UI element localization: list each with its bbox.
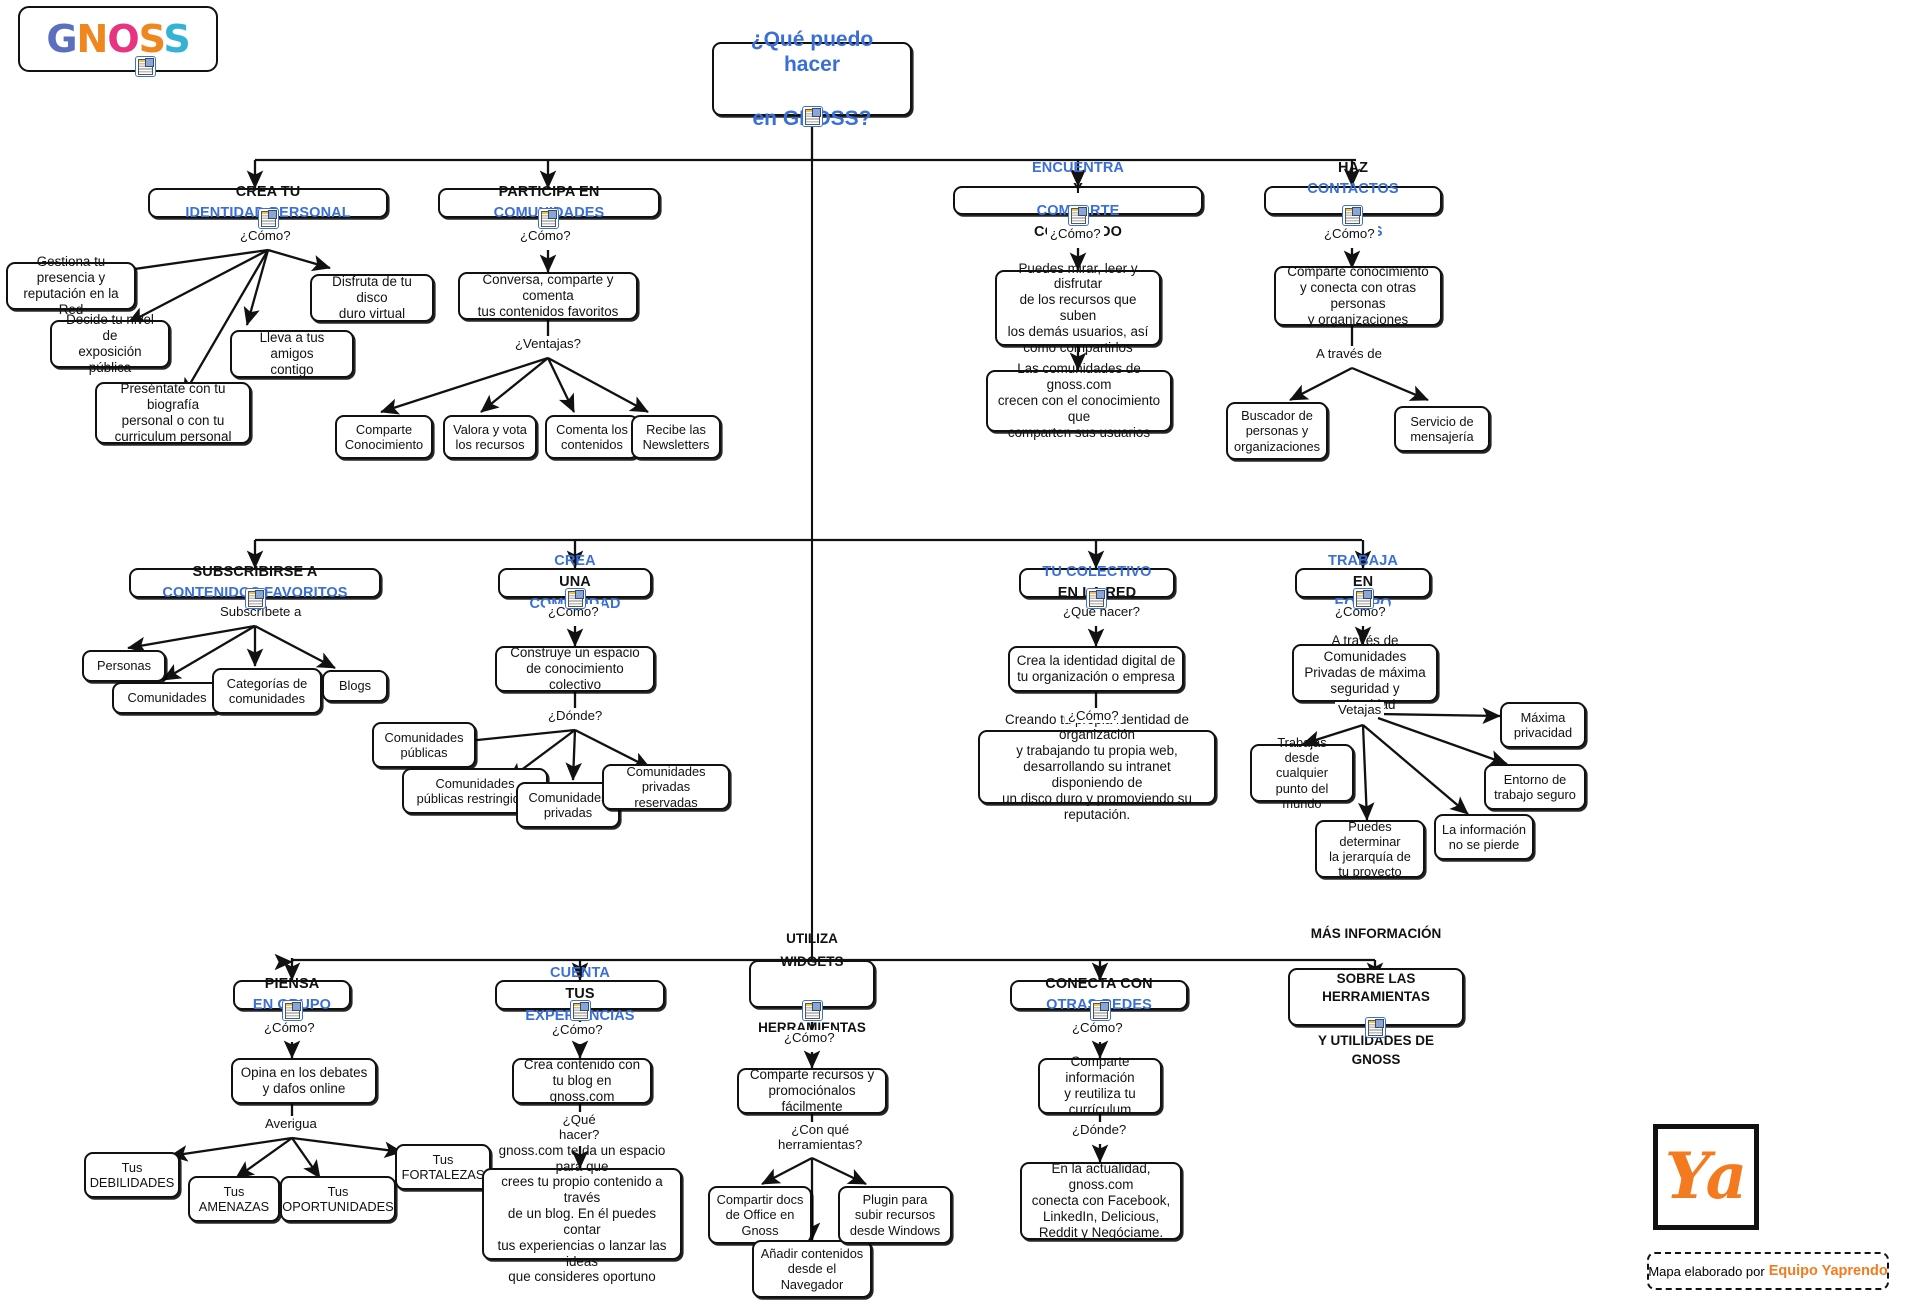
gnoss-wordmark: GNOSS (46, 17, 190, 61)
label-que-hacer: ¿Qué hacer? (1060, 604, 1143, 620)
node-comunidades[interactable]: Comunidades (112, 682, 222, 714)
resource-icon[interactable] (1342, 205, 1363, 226)
label-como: ¿Cómo? (1047, 226, 1104, 242)
label-averigua: Averigua (262, 1116, 320, 1132)
label-donde: ¿Dónde? (545, 708, 606, 724)
yaprendo-wordmark: Ya (1664, 1139, 1748, 1214)
label-como: ¿Cómo? (1069, 1020, 1126, 1036)
label-como: ¿Cómo? (261, 1020, 318, 1036)
resource-icon[interactable] (1365, 1017, 1386, 1038)
label-subscribete-a: Subscríbete a (217, 604, 305, 620)
resource-icon[interactable] (570, 1000, 591, 1021)
resource-icon[interactable] (802, 1000, 823, 1021)
label-como: ¿Cómo? (781, 1030, 838, 1046)
credit-prefix: Mapa elaborado por (1648, 1263, 1765, 1279)
resource-icon[interactable] (245, 588, 266, 609)
header-piensa-grupo[interactable]: PIENSA EN GRUPO (233, 976, 351, 1013)
label-como: ¿Cómo? (549, 1022, 606, 1038)
node-creando-identidad[interactable]: Creando tu propia identidad de organizac… (978, 712, 1216, 822)
resource-icon[interactable] (1090, 1000, 1111, 1021)
node-blogs[interactable]: Blogs (322, 670, 388, 702)
yaprendo-logo: Ya (1653, 1124, 1759, 1230)
label-como: ¿Cómo? (517, 228, 574, 244)
resource-icon[interactable] (1068, 205, 1089, 226)
label-como: ¿Cómo? (545, 604, 602, 620)
label-a-traves-de: A través de (1313, 346, 1385, 362)
resource-icon[interactable] (1353, 588, 1374, 609)
gnoss-logo: GNOSS (18, 6, 218, 72)
node-personas[interactable]: Personas (82, 650, 166, 682)
label-como: ¿Cómo? (1065, 708, 1122, 724)
label-donde: ¿Dónde? (1069, 1122, 1130, 1138)
resource-icon[interactable] (282, 1000, 303, 1021)
resource-icon[interactable] (258, 208, 279, 229)
resource-icon[interactable] (565, 588, 586, 609)
label-ventajas: ¿Ventajas? (512, 336, 584, 352)
resource-icon[interactable] (135, 56, 156, 77)
label-como: ¿Cómo? (237, 228, 294, 244)
resource-icon[interactable] (538, 208, 559, 229)
header-identidad-personal[interactable]: CREA TU IDENTIDAD PERSONAL (148, 184, 388, 221)
credit-org: Equipo Yaprendo (1768, 1263, 1888, 1279)
credit-badge: Mapa elaborado por Equipo Yaprendo (1647, 1252, 1889, 1290)
root-line1: ¿Qué puedo hacer (750, 27, 874, 76)
resource-icon[interactable] (802, 106, 823, 127)
label-vetajas: Vetajas (1335, 702, 1385, 718)
label-como: ¿Cómo? (1321, 226, 1378, 242)
resource-icon[interactable] (1086, 588, 1107, 609)
